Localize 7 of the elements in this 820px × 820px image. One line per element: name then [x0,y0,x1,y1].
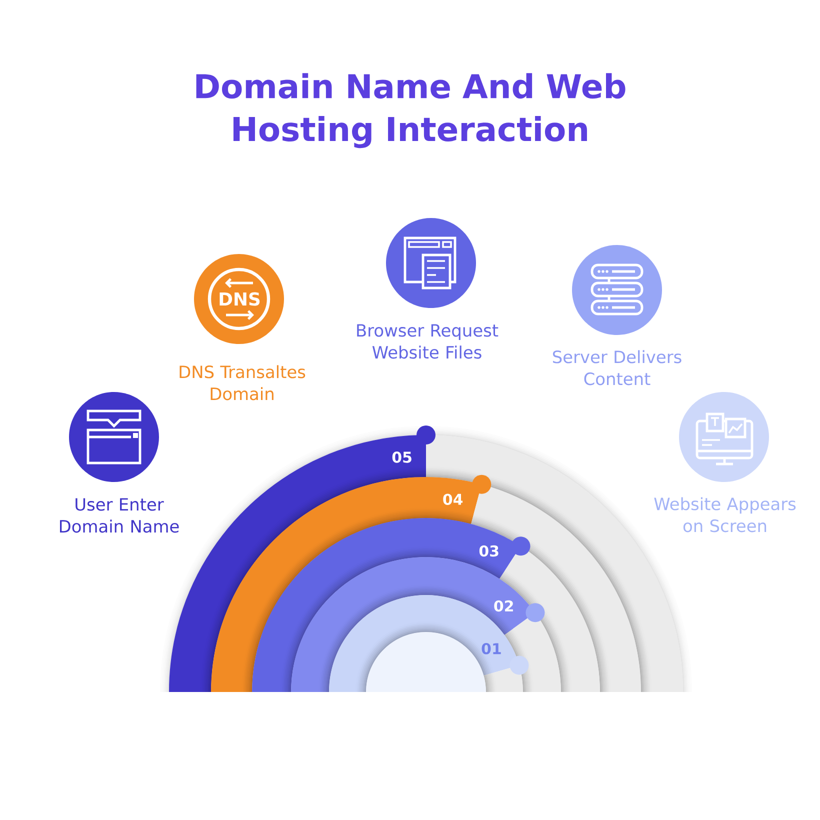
step-label: DNS Transaltes Domain [180,365,306,400]
step-label: Browser Request Website Files [357,324,498,359]
step-label: Website Appears on Screen [654,497,796,532]
icon-text: DNS [220,292,260,306]
step-label: Server Delivers Content [552,350,682,386]
step-label: User Enter Domain Name [60,498,179,533]
title: Domain Name And Web Hosting Interaction [196,73,626,148]
